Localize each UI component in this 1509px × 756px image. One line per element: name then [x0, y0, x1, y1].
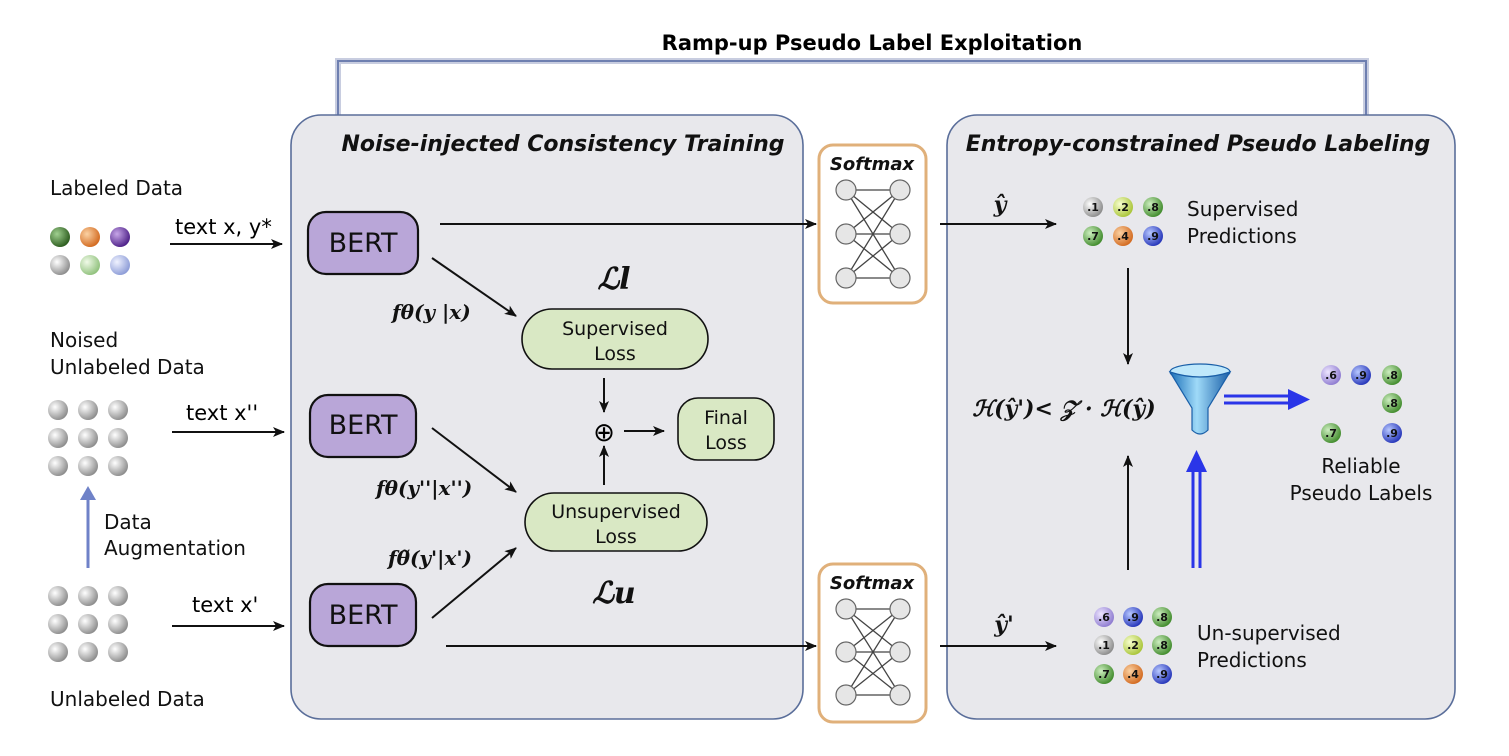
formula-f-noised: fθ(y''|x''): [374, 476, 472, 500]
final-loss-line1: Final: [704, 407, 748, 429]
softmax-box-top: Softmax: [817, 143, 928, 305]
svg-text:.6: .6: [1325, 369, 1337, 382]
svg-text:.9: .9: [1127, 611, 1139, 624]
labeled-data-balls: [50, 227, 130, 275]
augmentation-label-line1: Data: [104, 510, 152, 534]
unsupervised-loss-line1: Unsupervised: [551, 501, 681, 523]
final-loss-line2: Loss: [705, 432, 747, 454]
bert-label-bottom: BERT: [329, 600, 398, 631]
bert-box-middle: BERT: [308, 393, 418, 459]
svg-text:.7: .7: [1087, 230, 1099, 243]
noised-input-text: text x'': [186, 401, 258, 425]
unlabeled-input-text: text x': [192, 593, 258, 617]
svg-text:.9: .9: [1147, 230, 1159, 243]
pseudo-labeling-title: Entropy-constrained Pseudo Labeling: [966, 132, 1431, 157]
unsupervised-prediction-dots: .6 .9 .8 .1 .2 .8 .7 .4 .9: [1094, 607, 1172, 684]
final-loss-box: Final Loss: [677, 397, 775, 461]
supervised-loss-box: Supervised Loss: [521, 308, 709, 370]
noised-unlabeled-balls: [48, 400, 128, 476]
svg-text:.6: .6: [1098, 611, 1110, 624]
unsupervised-predictions-line1: Un-supervised: [1197, 621, 1341, 645]
bert-top-to-sup-arrow: [431, 257, 517, 317]
bert-label-top: BERT: [329, 228, 398, 259]
supervised-prediction-dots: .1 .2 .8 .7 .4 .9: [1083, 197, 1163, 246]
unsupervised-loss-line2: Loss: [595, 526, 637, 548]
svg-text:.9: .9: [1355, 369, 1367, 382]
unsup-to-funnel-blue-arrow: [1186, 450, 1207, 568]
supervised-predictions-line2: Predictions: [1187, 224, 1297, 248]
augmentation-label-line2: Augmentation: [104, 536, 246, 560]
unlabeled-balls: [48, 586, 128, 662]
labeled-data-label: Labeled Data: [50, 176, 183, 200]
bert-bot-to-unsup-arrow: [431, 547, 517, 619]
svg-text:.7: .7: [1098, 668, 1110, 681]
unsupervised-loss-box: Unsupervised Loss: [524, 492, 708, 552]
svg-text:.9: .9: [1156, 668, 1168, 681]
softmax-label-bottom: Softmax: [830, 573, 916, 594]
bert-box-top: BERT: [306, 210, 420, 276]
svg-text:.2: .2: [1127, 639, 1139, 652]
svg-text:.4: .4: [1117, 230, 1129, 243]
svg-text:.8: .8: [1147, 201, 1159, 214]
supervised-loss-line2: Loss: [594, 343, 636, 365]
y-hat-prime-label: ŷ': [993, 612, 1014, 638]
labeled-input-text: text x, y*: [175, 215, 272, 239]
entropy-constraint-formula: ℋ(ŷ')< 𝒵 · ℋ(ŷ): [972, 396, 1155, 422]
supervised-loss-line1: Supervised: [562, 318, 668, 340]
unlabeled-data-label: Unlabeled Data: [50, 687, 205, 711]
sum-symbol: ⊕: [593, 418, 615, 448]
reliable-labels-line2: Pseudo Labels: [1290, 481, 1433, 505]
bert-box-bottom: BERT: [308, 582, 418, 648]
bert-mid-to-unsup-arrow: [431, 427, 517, 493]
svg-text:.7: .7: [1325, 427, 1337, 440]
svg-text:.1: .1: [1098, 639, 1110, 652]
svg-text:.2: .2: [1117, 201, 1129, 214]
svg-text:.4: .4: [1127, 668, 1139, 681]
svg-text:.8: .8: [1156, 611, 1168, 624]
svg-text:.9: .9: [1386, 427, 1398, 440]
y-hat-label: ŷ: [993, 192, 1009, 218]
loss-symbol-l: ℒl: [597, 262, 630, 297]
funnel-to-reliable-arrow: [1224, 389, 1310, 410]
reliable-pseudo-label-dots: .6 .9 .8 .8 .7 .9: [1321, 365, 1402, 443]
noised-label-line1: Noised: [50, 328, 118, 352]
svg-text:.8: .8: [1156, 639, 1168, 652]
svg-text:.8: .8: [1386, 397, 1398, 410]
unsupervised-predictions-line2: Predictions: [1197, 648, 1307, 672]
svg-text:.8: .8: [1386, 369, 1398, 382]
loss-symbol-u: ℒu: [592, 576, 635, 611]
svg-text:.1: .1: [1087, 201, 1099, 214]
funnel-icon: [1168, 363, 1232, 435]
softmax-label-top: Softmax: [830, 154, 916, 175]
consistency-training-panel: [290, 114, 804, 720]
ramp-up-label: Ramp-up Pseudo Label Exploitation: [662, 31, 1083, 55]
formula-f-supervised: fθ(y |x): [390, 300, 471, 324]
formula-f-unlabeled: fθ̃(y'|x'): [386, 546, 472, 570]
noised-label-line2: Unlabeled Data: [50, 355, 205, 379]
reliable-labels-line1: Reliable: [1321, 454, 1400, 478]
bert-label-middle: BERT: [329, 410, 398, 441]
softmax-box-bottom: Softmax: [817, 562, 928, 724]
augmentation-arrowhead: [80, 486, 96, 500]
supervised-predictions-line1: Supervised: [1187, 197, 1298, 221]
consistency-training-title: Noise-injected Consistency Training: [342, 132, 785, 157]
